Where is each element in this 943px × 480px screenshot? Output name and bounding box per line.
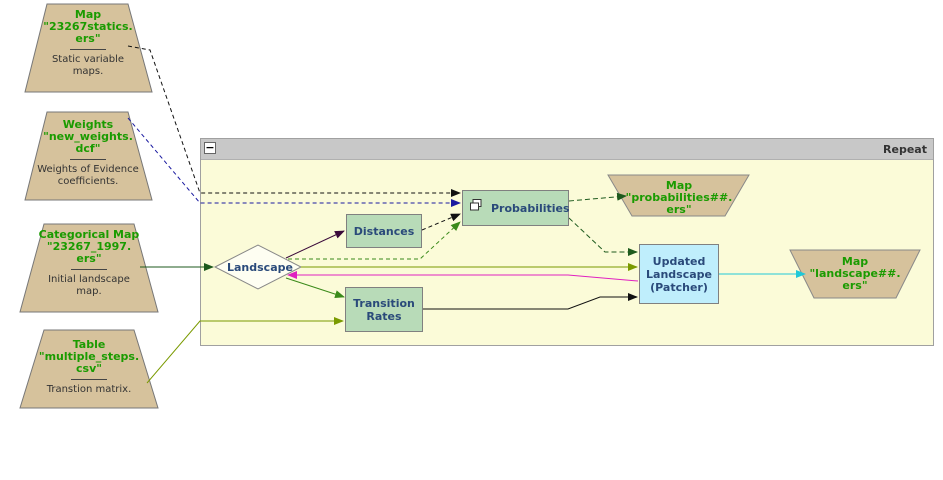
edge-weights-probabilities bbox=[127, 117, 461, 207]
input-categorical-desc: Initial landscape map. bbox=[48, 274, 130, 297]
separator bbox=[70, 159, 106, 160]
edge-statics-probabilities bbox=[127, 45, 461, 197]
input-weights-title: Weights "new_weights. dcf" bbox=[43, 118, 133, 155]
distances-node[interactable]: Distances bbox=[346, 214, 422, 248]
edge-updated-landscape-feedback bbox=[287, 271, 639, 282]
transition-rates-node[interactable]: Transition Rates bbox=[345, 287, 423, 332]
edge-landscape-distances bbox=[285, 230, 345, 259]
edge-landscape-probabilities bbox=[288, 221, 461, 260]
submodel-icon[interactable] bbox=[470, 199, 482, 211]
transition-rates-label: Transition Rates bbox=[353, 296, 415, 323]
probabilities-node[interactable]: Probabilities bbox=[462, 190, 570, 226]
distances-label: Distances bbox=[353, 224, 415, 238]
edge-transition-updated bbox=[423, 293, 638, 310]
input-trapezoid-weights[interactable] bbox=[24, 111, 153, 201]
repeat-title: Repeat bbox=[883, 143, 927, 156]
input-trapezoid-table[interactable] bbox=[19, 329, 159, 409]
input-statics-desc: Static variable maps. bbox=[51, 54, 125, 77]
separator bbox=[71, 379, 107, 380]
separator bbox=[70, 49, 106, 50]
input-statics-title: Map "23267statics. ers" bbox=[43, 8, 133, 45]
input-weights-desc: Weights of Evidence coefficients. bbox=[37, 164, 139, 187]
output-probabilities-label: Map "probabilities##. ers" bbox=[625, 179, 733, 216]
input-categorical: Categorical Map "23267_1997. ers" Initia… bbox=[24, 229, 154, 298]
probabilities-label: Probabilities bbox=[491, 201, 570, 215]
input-trapezoid-statics[interactable] bbox=[24, 3, 153, 93]
output-trapezoid-probabilities[interactable] bbox=[607, 174, 750, 217]
edge-probabilities-updated bbox=[568, 217, 638, 256]
input-table-desc: Transtion matrix. bbox=[46, 384, 132, 395]
collapse-icon[interactable]: − bbox=[204, 141, 216, 154]
landscape-label: Landscape bbox=[227, 261, 293, 274]
edge-probabilities-output bbox=[568, 192, 627, 202]
edge-table-transition bbox=[146, 317, 344, 384]
input-trapezoid-categorical[interactable] bbox=[19, 223, 159, 313]
repeat-container[interactable]: − Repeat bbox=[200, 138, 934, 346]
output-landscape-label: Map "landscape##. ers" bbox=[809, 255, 901, 292]
separator bbox=[71, 269, 107, 270]
input-table-title: Table "multiple_steps. csv" bbox=[38, 338, 140, 375]
updated-landscape-node[interactable]: Updated Landscape (Patcher) bbox=[639, 244, 719, 304]
input-categorical-title: Categorical Map "23267_1997. ers" bbox=[38, 228, 140, 265]
input-statics: Map "23267statics. ers" Static variable … bbox=[28, 9, 148, 78]
output-trapezoid-landscape[interactable] bbox=[789, 249, 921, 299]
updated-landscape-label: Updated Landscape (Patcher) bbox=[646, 254, 712, 294]
edge-landscape-transition bbox=[285, 277, 345, 298]
input-table: Table "multiple_steps. csv" Transtion ma… bbox=[24, 339, 154, 396]
input-weights: Weights "new_weights. dcf" Weights of Ev… bbox=[28, 119, 148, 188]
repeat-header: − Repeat bbox=[201, 139, 933, 160]
